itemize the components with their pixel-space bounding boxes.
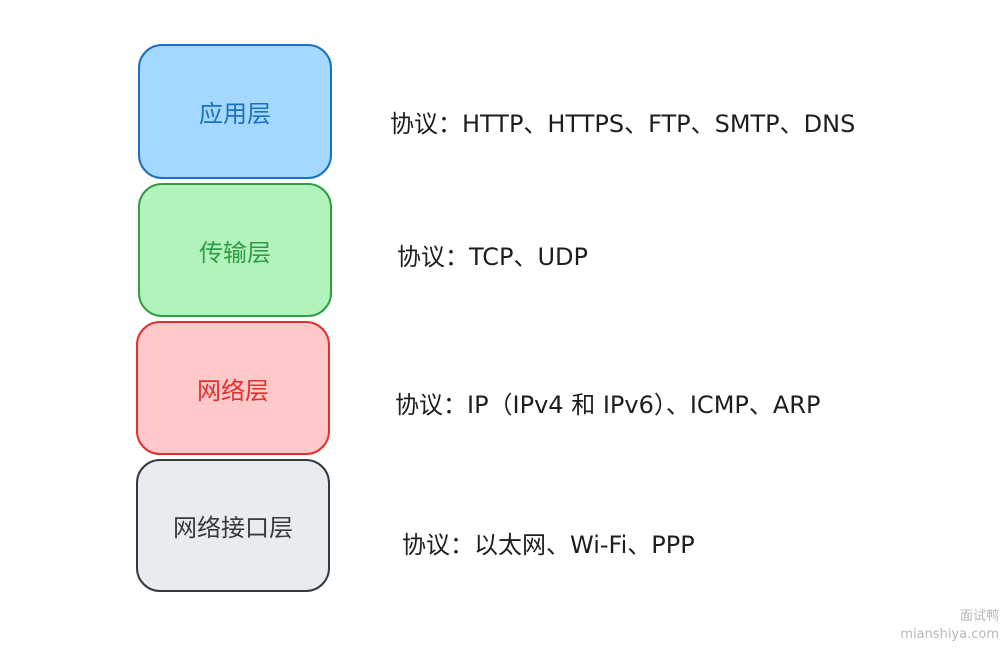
network-interface-layer-label: 网络接口层 <box>173 514 293 542</box>
transport-layer-label: 传输层 <box>199 238 271 267</box>
application-layer-box: 应用层 <box>138 44 332 179</box>
network-layer-label: 网络层 <box>197 376 269 405</box>
application-layer-label: 应用层 <box>199 100 271 128</box>
watermark-line2: mianshiya.com <box>900 627 999 642</box>
network-interface-layer-box: 网络接口层 <box>136 459 330 592</box>
watermark-line1: 面试鸭 <box>959 609 999 624</box>
transport-layer-protocols: 协议：TCP、UDP <box>397 243 589 271</box>
network-layer-protocols: 协议：IP（IPv4 和 IPv6）、ICMP、ARP <box>395 391 821 419</box>
transport-layer-box: 传输层 <box>138 183 332 317</box>
watermark: 面试鸭 mianshiya.com <box>900 608 999 644</box>
network-interface-layer-protocols: 协议：以太网、Wi-Fi、PPP <box>402 531 695 559</box>
network-layer-box: 网络层 <box>136 321 330 455</box>
application-layer-protocols: 协议：HTTP、HTTPS、FTP、SMTP、DNS <box>390 110 856 138</box>
